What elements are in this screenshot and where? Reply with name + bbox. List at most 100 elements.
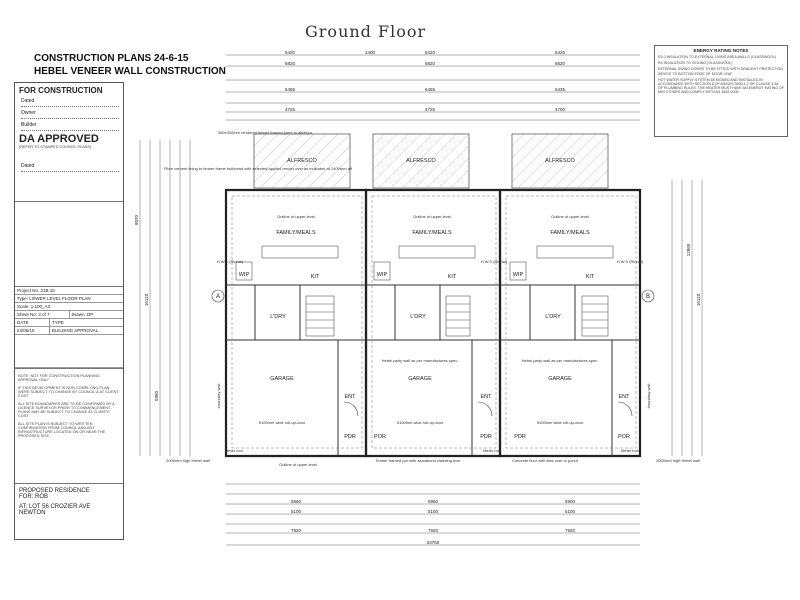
hws-label-1: H.W.S (Rinnai)	[217, 259, 244, 264]
garage-label-2: GARAGE	[408, 376, 432, 382]
kit-label-1: KIT	[311, 274, 320, 280]
stairs	[305, 295, 609, 337]
builder-field: Builder	[21, 122, 119, 131]
svg-text:6465: 6465	[285, 87, 296, 92]
alfresco-label-3: ALFRESCO	[545, 158, 575, 164]
note-2: IF THIS DEVELOPMENT IS NON COMPLYING PLA…	[18, 386, 119, 398]
drawn-by: Drawn: DP	[71, 312, 94, 317]
door-swings	[343, 401, 633, 417]
for-construction-label: FOR CONSTRUCTION	[19, 86, 103, 95]
owner-field: Owner	[21, 110, 119, 119]
meter-box-left: Meter box	[225, 448, 243, 453]
upper-level-outline	[231, 195, 637, 449]
ent-label-3: ENT	[619, 394, 631, 400]
svg-text:6820: 6820	[555, 61, 566, 66]
energy-note-3: EXTERNAL SWING DOORS TO BE FITTED WITH D…	[658, 67, 783, 76]
svg-text:7920: 7920	[428, 528, 439, 533]
kitchen-benches	[235, 245, 614, 281]
party-wall-note-2: Hebel party wall as per manufactures spe…	[522, 358, 599, 363]
hebel-wall-note-right: 2000mm high Hebel wall	[656, 458, 700, 463]
upper-outline-note-3: Outline of upper level	[551, 214, 589, 219]
pdr-label-2: PDR	[480, 434, 492, 440]
boundary-wall-right: boundary wall	[646, 384, 651, 409]
grid-markers	[211, 289, 655, 303]
ldry-label-2: L'DRY	[410, 314, 426, 320]
da-note: (REFER TO STAMPED COUNCIL PLANS)	[19, 145, 92, 149]
plan-labels: ALFRESCO ALFRESCO ALFRESCO FAMILY/MEALS …	[216, 158, 650, 440]
internal-walls	[226, 284, 640, 456]
fibre-cement-note: Fibre cement lining to timber frame bulk…	[164, 166, 353, 171]
da-approved-label: DA APPROVED	[19, 133, 99, 145]
hws-label-2: H.W.S (Rinnai)	[481, 259, 508, 264]
ldry-label-1: L'DRY	[270, 314, 286, 320]
drawing-scale: Scale: 1:100_A3	[15, 303, 123, 311]
svg-text:12860: 12860	[686, 243, 691, 256]
svg-text:5100: 5100	[428, 509, 439, 514]
energy-rating-notes: ENERGY RATING NOTES R2.0 INSULATION TO E…	[654, 45, 788, 137]
svg-text:6465: 6465	[425, 87, 436, 92]
svg-text:5960: 5960	[154, 390, 159, 401]
family-label-1: FAMILY/MEALS	[276, 230, 316, 236]
por-label-3: POR	[618, 434, 630, 440]
svg-text:5100: 5100	[291, 509, 302, 514]
party-wall-note-1: Hebel party wall as per manufactures spe…	[382, 358, 459, 363]
garage-door-note-2: 5100mm wide roll-up-door	[397, 420, 444, 425]
left-title-panel: FOR CONSTRUCTION Dated Owner Builder DA …	[14, 82, 124, 540]
svg-text:5900: 5900	[565, 499, 576, 504]
upper-outline-note-bottom: Outline of upper level	[279, 462, 317, 467]
family-label-3: FAMILY/MEALS	[550, 230, 590, 236]
dated-field: Dated	[21, 98, 119, 107]
ldry-label-3: L'DRY	[545, 314, 561, 320]
alfresco-tile-hatching	[253, 133, 609, 189]
alfresco-label-2: ALFRESCO	[406, 158, 436, 164]
svg-text:5420: 5420	[285, 50, 296, 55]
timber-por-note: Timber framed por with alucabond claddin…	[375, 458, 461, 463]
svg-text:7920: 7920	[291, 528, 302, 533]
garage-label-3: GARAGE	[548, 376, 572, 382]
timber-piers-note: 300x300mm rendered timber framed piers t…	[218, 130, 313, 135]
ent-label-1: ENT	[345, 394, 357, 400]
svg-text:8070: 8070	[134, 214, 139, 225]
revision-header-row: DATE TYPE	[15, 319, 123, 327]
svg-text:16110: 16110	[696, 293, 701, 306]
alfresco-label-1: ALFRESCO	[287, 158, 317, 164]
garage-door-note-3: 5100mm wide roll-up-door	[537, 420, 584, 425]
boundary-wall-left: boundary wall	[216, 384, 221, 409]
hws-label-3: H.W.S (Rinnai)	[617, 259, 644, 264]
energy-note-1: R2.0 INSULATION TO EXTERNAL LIVING AREA …	[658, 55, 777, 59]
svg-text:7920: 7920	[565, 528, 576, 533]
svg-text:1400: 1400	[365, 50, 376, 55]
wip-label-2: WIP	[377, 272, 388, 278]
ent-label-2: ENT	[481, 394, 493, 400]
energy-notes-title: ENERGY RATING NOTES	[693, 48, 749, 53]
drawing-type: Type: LOWER LEVEL FLOOR PLAN	[15, 295, 123, 303]
svg-text:4700: 4700	[555, 107, 566, 112]
grid-label-b: B	[646, 294, 650, 300]
garage-label-1: GARAGE	[270, 376, 294, 382]
garage-door-note-1: 5100mm wide roll-up-door	[259, 420, 306, 425]
svg-text:5420: 5420	[555, 50, 566, 55]
meter-box-mid: Meter box	[483, 448, 501, 453]
kit-label-2: KIT	[448, 274, 457, 280]
svg-text:5860: 5860	[291, 499, 302, 504]
svg-text:4725: 4725	[285, 107, 296, 112]
svg-text:6820: 6820	[285, 61, 296, 66]
svg-text:16110: 16110	[144, 293, 149, 306]
family-label-2: FAMILY/MEALS	[412, 230, 452, 236]
overall-width: 23760	[427, 540, 440, 545]
plan-notes: 5100mm wide roll-up-door 5100mm wide rol…	[164, 130, 700, 467]
energy-note-2: R4 INSULATION TO CEILING (GLASSWOOL)	[658, 61, 733, 66]
title-line-2: HEBEL VENEER WALL CONSTRUCTION	[34, 66, 226, 77]
project-number: Project No. 21B.15	[15, 287, 123, 295]
pdr-label-1: PDR	[344, 434, 356, 440]
upper-outline-note-2: Outline of upper level	[413, 214, 451, 219]
title-line-1: CONSTRUCTION PLANS 24-6-15	[34, 53, 189, 64]
left-notes: NOTE: NOT FOR CONSTRUCTION PLANNING APPR…	[15, 368, 123, 445]
wip-label-1: WIP	[239, 272, 250, 278]
pdr-label-3: PDR	[514, 434, 526, 440]
wip-label-3: WIP	[513, 272, 524, 278]
approval-block: FOR CONSTRUCTION Dated Owner Builder DA …	[15, 83, 123, 202]
hebel-wall-note-left: 2000mm high Hebel wall	[166, 458, 210, 463]
svg-text:5960: 5960	[428, 499, 439, 504]
